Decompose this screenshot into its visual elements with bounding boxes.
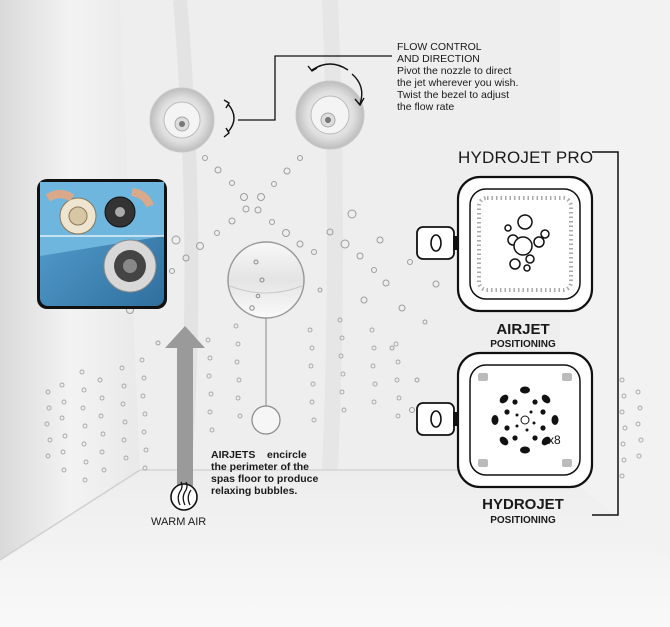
flow-control-body-2: the jet wherever you wish.: [397, 77, 519, 89]
airjet-subtitle: POSITIONING: [490, 339, 556, 350]
rotation-arrows: [223, 63, 365, 138]
right-wall-jet: [295, 80, 365, 150]
flow-control-body-1: Pivot the nozzle to direct: [397, 65, 512, 77]
hydrojet-panel: x8: [416, 351, 594, 489]
hydrojet-count: x8: [548, 433, 561, 447]
flow-control-body-3: Twist the bezel to adjust: [397, 89, 510, 101]
hydrojet-pro-bracket: [592, 151, 619, 516]
airjets-line-2: the perimeter of the: [211, 461, 310, 473]
flow-control-body-4: the flow rate: [397, 101, 455, 113]
left-wall-jet: [149, 87, 215, 153]
warm-air-label: WARM AIR: [151, 516, 207, 528]
photo-inset: [37, 179, 167, 309]
bubbles: [126, 155, 440, 413]
airjet-title: AIRJET: [496, 321, 550, 338]
hydrojet-title: HYDROJET: [482, 496, 564, 513]
spa-floor: [0, 470, 670, 627]
airjets-note: AIRJETS encircle the perimeter of the sp…: [211, 449, 331, 497]
hydrojet-pro-title: HYDROJET PRO: [458, 148, 594, 167]
flow-control-leader: [238, 55, 392, 121]
airjets-line-1: encircle: [267, 449, 307, 461]
airjets-lead: AIRJETS: [211, 449, 256, 461]
airjet-panel: [416, 175, 594, 313]
flow-control-heading-2: AND DIRECTION: [397, 53, 480, 65]
flow-control-note: FLOW CONTROL AND DIRECTION Pivot the noz…: [397, 41, 597, 113]
airjets-line-4: relaxing bubbles.: [211, 485, 298, 497]
floor-bubble-columns: [44, 317, 644, 483]
magnifier-lens: [227, 241, 305, 435]
hydrojet-subtitle: POSITIONING: [490, 515, 556, 526]
airjets-line-3: spas floor to produce: [211, 473, 319, 485]
flow-control-heading-1: FLOW CONTROL: [397, 41, 482, 53]
warm-air-arrow: [165, 326, 205, 511]
